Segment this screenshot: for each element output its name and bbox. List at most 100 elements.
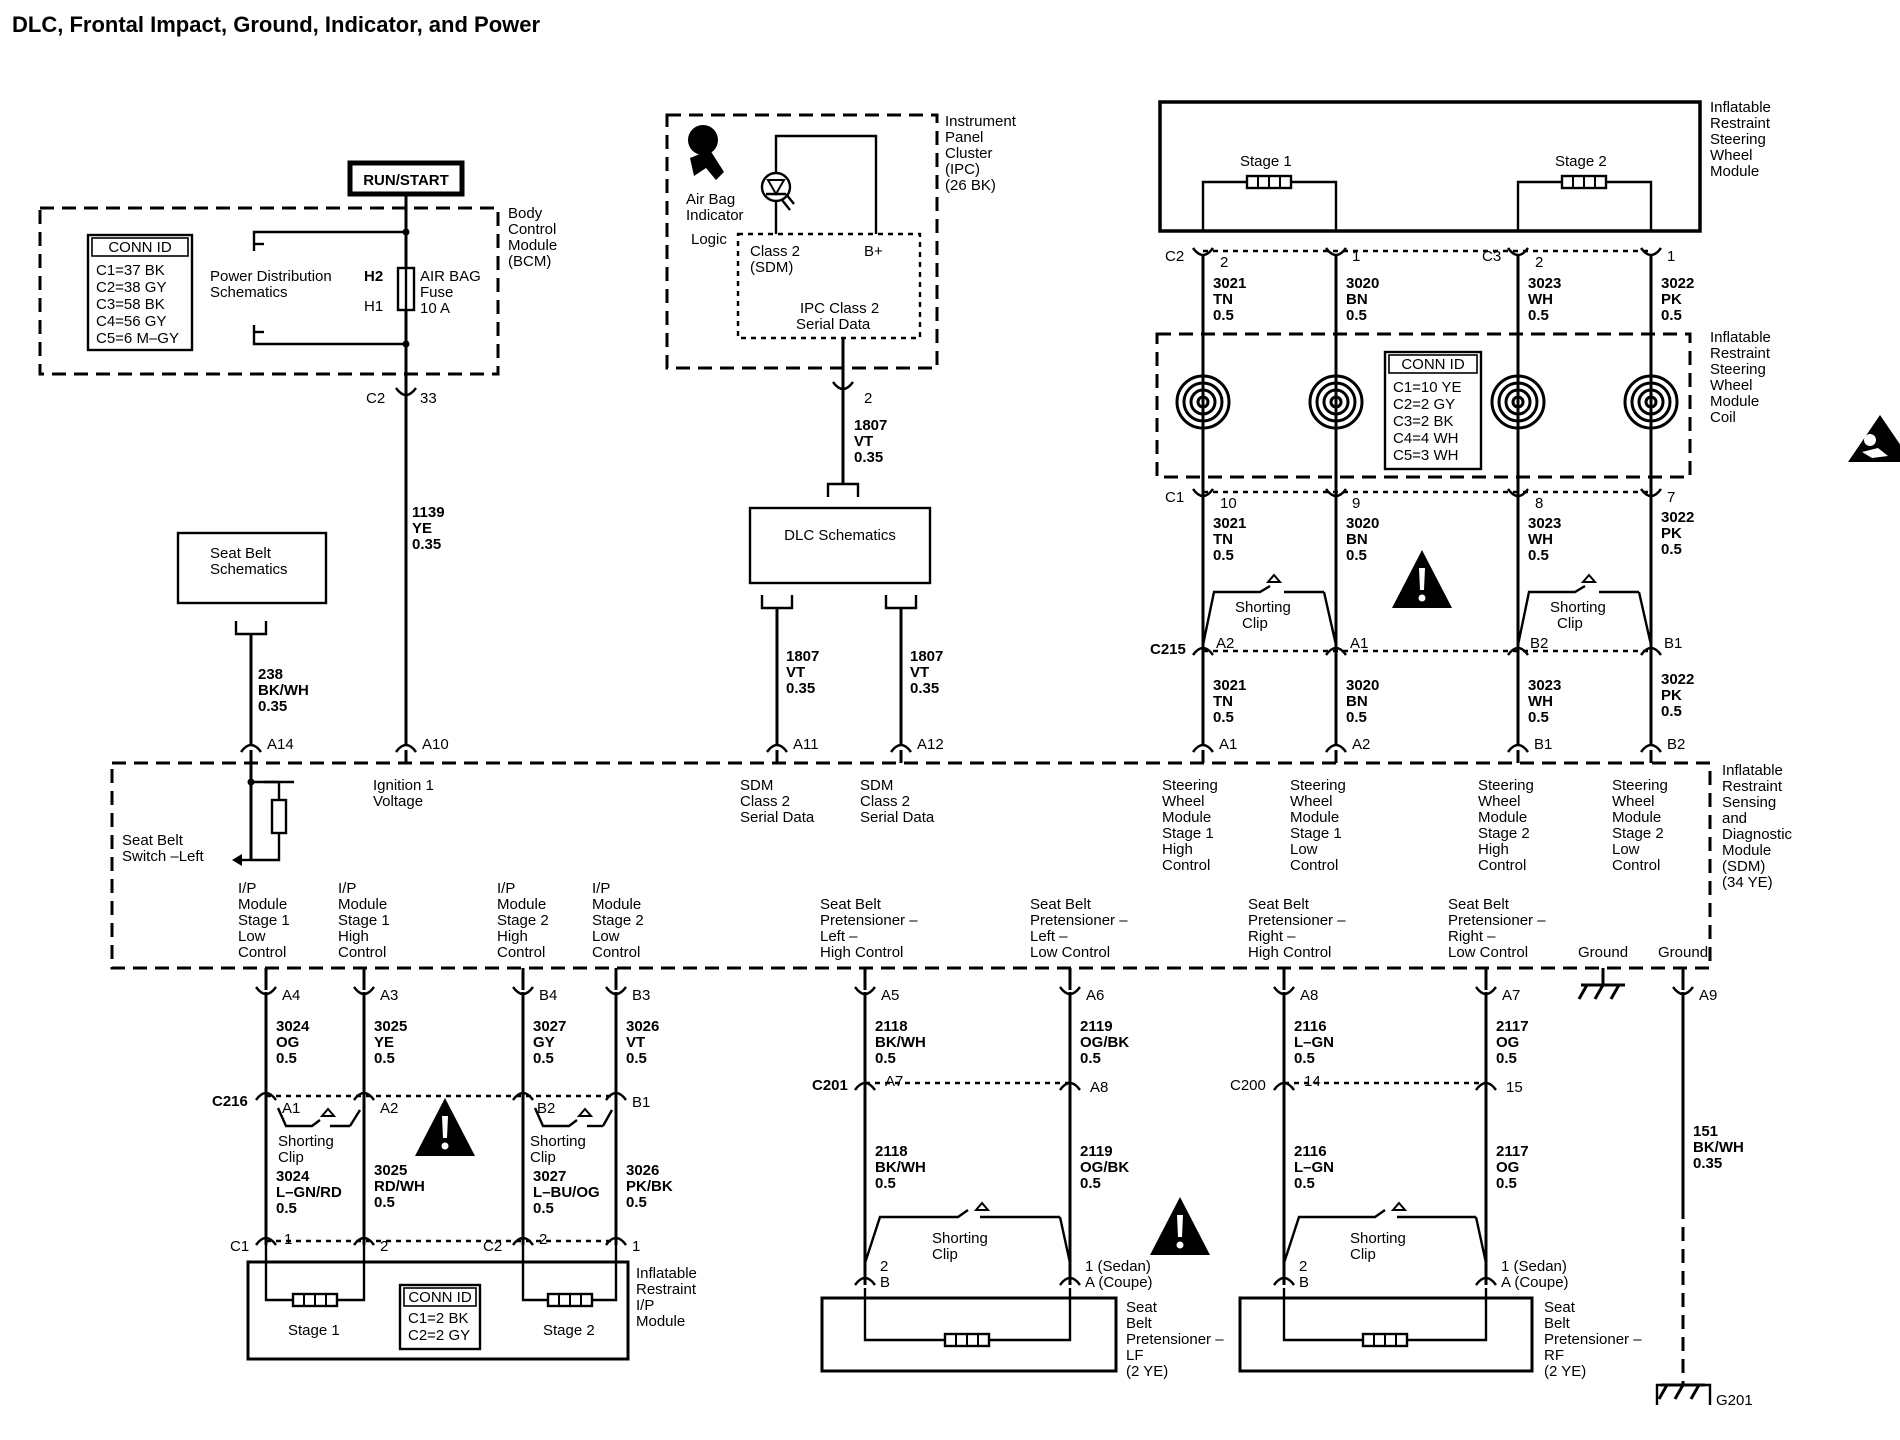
swm-wl3-color: WH (1528, 693, 1553, 710)
lf-wt2-gauge: 0.5 (1080, 1050, 1101, 1067)
sw-ctl-1-4: Stage 1 (1162, 825, 1214, 842)
wire-1807-gauge: 0.35 (854, 449, 883, 466)
c200-pin-15: 15 (1506, 1079, 1523, 1096)
ip-ctl-3-5: Control (497, 944, 545, 961)
bcm-c2-pin: 33 (420, 390, 437, 407)
c216-label: C216 (212, 1093, 248, 1110)
fuse-h1: H1 (364, 298, 383, 315)
bcm-name-1: Body (508, 205, 543, 222)
body-control-module: RUN/START CONN ID C1=37 BK C2=38 GY C3=5… (38, 160, 557, 745)
sdm-pin-a10: A10 (422, 736, 449, 753)
sw-ctl-2-6: Control (1290, 857, 1338, 874)
ip-name-2: Restraint (636, 1281, 697, 1298)
bplus-label: B+ (864, 243, 883, 260)
fuse-label-3: 10 A (420, 300, 450, 317)
swm-pin-c1-1: 10 (1220, 495, 1237, 512)
swm-wm2-num: 3020 (1346, 515, 1379, 532)
lf-name-5: (2 YE) (1126, 1363, 1168, 1380)
wire-1139-num: 1139 (412, 504, 445, 521)
swm-pin-top-3: 2 (1535, 254, 1543, 271)
pt-ctl-3-2: Pretensioner – (1248, 912, 1346, 929)
rf-name-3: Pretensioner – (1544, 1331, 1642, 1348)
sdm-ground-icon (1577, 983, 1627, 1001)
swm-wt3-gauge: 0.5 (1528, 307, 1549, 324)
swm-c3-label: C3 (1482, 248, 1501, 265)
swm-wt3-num: 3023 (1528, 275, 1561, 292)
ip-wt2-gauge: 0.5 (374, 1050, 395, 1067)
sdm-name-6: Module (1722, 842, 1771, 859)
lf-name-1: Seat (1126, 1299, 1158, 1316)
sdm-serial-a-2: Class 2 (740, 793, 790, 810)
ip-ctl-1-4: Low (238, 928, 266, 945)
sdm-name-8: (34 YE) (1722, 874, 1773, 891)
ground-wire-gauge: 0.35 (1693, 1155, 1722, 1172)
sdm-serial-b-3: Serial Data (860, 809, 935, 826)
sw-ctl-1-1: Steering (1162, 777, 1218, 794)
bcm-conn-c3: C3=58 BK (96, 296, 165, 313)
sw-ctl-2-4: Stage 1 (1290, 825, 1342, 842)
ip-wl3-gauge: 0.5 (533, 1200, 554, 1217)
sw-ctl-2-3: Module (1290, 809, 1339, 826)
lf-wt1-gauge: 0.5 (875, 1050, 896, 1067)
ip-name-1: Inflatable (636, 1265, 697, 1282)
lf-name-2: Belt (1126, 1315, 1153, 1332)
ground-label-2: Ground (1658, 944, 1708, 961)
ip-name-3: I/P (636, 1297, 654, 1314)
bcm-conn-c5: C5=6 M–GY (96, 330, 179, 347)
ip-pin-1: 1 (284, 1231, 292, 1248)
dlc-schematics: DLC Schematics 1807 VT 0.35 1807 VT 0.35 (748, 506, 943, 745)
sw-ctl-4-2: Wheel (1612, 793, 1655, 810)
sdm-name-7: (SDM) (1722, 858, 1765, 875)
swm-wt2-color: BN (1346, 291, 1368, 308)
ip-wl3-color: L–BU/OG (533, 1184, 600, 1201)
swm-wt4-gauge: 0.5 (1661, 307, 1682, 324)
sw-ctl-4-1: Steering (1612, 777, 1668, 794)
rf-name-4: RF (1544, 1347, 1564, 1364)
sw-ctl-3-6: Control (1478, 857, 1526, 874)
c215-pin-1: A2 (1216, 635, 1234, 652)
ip-c2-label: C2 (483, 1238, 502, 1255)
ip-ctl-3-3: Stage 2 (497, 912, 549, 929)
pt-ctl-3-4: High Control (1248, 944, 1331, 961)
dlc-wire-l-num: 1807 (786, 648, 819, 665)
ip-shorting-2a: Shorting (530, 1133, 586, 1150)
c216-pin-4: B1 (632, 1094, 650, 1111)
ip-ctl-2-5: Control (338, 944, 386, 961)
swm-wl1-color: TN (1213, 693, 1233, 710)
swm-wm1-color: TN (1213, 531, 1233, 548)
ip-shorting-2b: Clip (530, 1149, 556, 1166)
sw-ctl-3-3: Module (1478, 809, 1527, 826)
sdm-serial-b-1: SDM (860, 777, 893, 794)
ip-ctl-4-1: I/P (592, 880, 610, 897)
ip-wt1-color: OG (276, 1034, 299, 1051)
swm-wt1-gauge: 0.5 (1213, 307, 1234, 324)
ipc-serial-2: Serial Data (796, 316, 871, 333)
rf-wl2-color: OG (1496, 1159, 1519, 1176)
sdm-module: Inflatable Restraint Sensing and Diagnos… (110, 736, 1793, 1004)
ip-conn-id-box (398, 1283, 482, 1351)
lf-wt2-num: 2119 (1080, 1018, 1113, 1035)
bcm-conn-c1: C1=37 BK (96, 262, 165, 279)
ip-wl1-num: 3024 (276, 1168, 310, 1185)
page-title: DLC, Frontal Impact, Ground, Indicator, … (12, 12, 540, 37)
logic-label: Logic (691, 231, 727, 248)
ip-ctl-1-5: Control (238, 944, 286, 961)
c216-pin-3: B2 (537, 1100, 555, 1117)
swm-wl4-color: PK (1661, 687, 1682, 704)
ign-label-2: Voltage (373, 793, 423, 810)
ip-wl1-gauge: 0.5 (276, 1200, 297, 1217)
ip-c1-label: C1 (230, 1238, 249, 1255)
lf-pin-l-1: 2 (880, 1258, 888, 1275)
swm-wl3-num: 3023 (1528, 677, 1561, 694)
dlc-wire-l-color: VT (786, 664, 805, 681)
rf-pin-l-1: 2 (1299, 1258, 1307, 1275)
lf-wl2-gauge: 0.5 (1080, 1175, 1101, 1192)
rf-wl1-color: L–GN (1294, 1159, 1334, 1176)
seatbelt-switch-1: Seat Belt (122, 832, 184, 849)
swm-c1-label: C1 (1165, 489, 1184, 506)
sw-ctl-1-2: Wheel (1162, 793, 1205, 810)
lf-wl1-color: BK/WH (875, 1159, 926, 1176)
rf-shorting-a: Shorting (1350, 1230, 1406, 1247)
airbag-deploy-icon (1848, 415, 1900, 462)
sdm-name-4: and (1722, 810, 1747, 827)
